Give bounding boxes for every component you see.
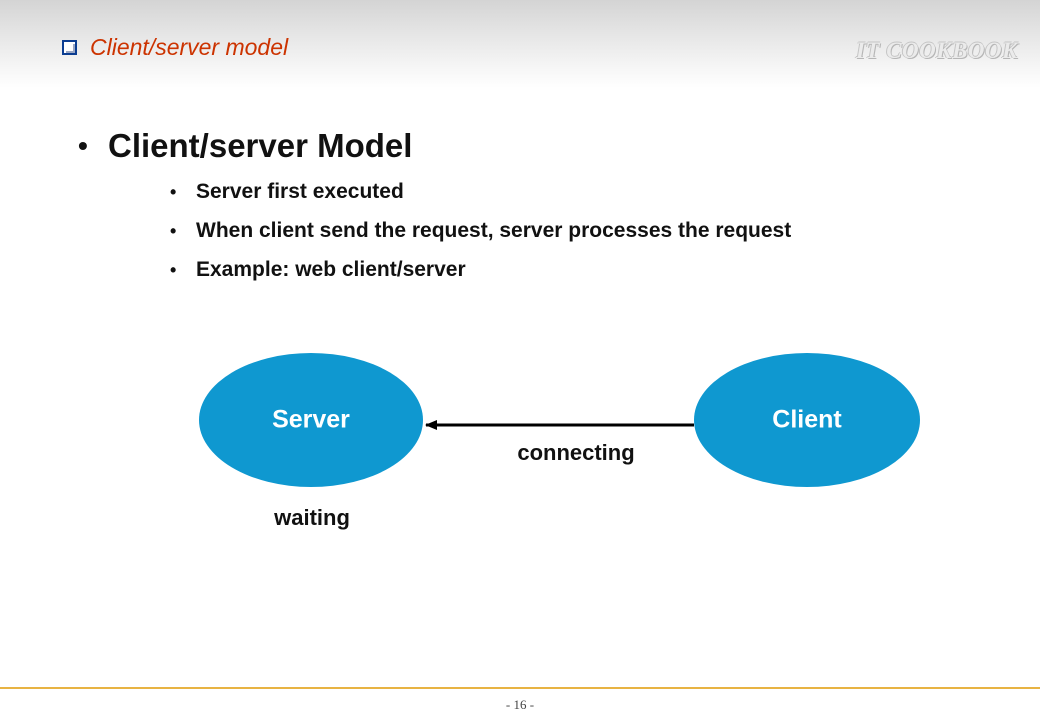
client-node: [694, 353, 920, 487]
checkbox-bullet-icon: [62, 39, 77, 55]
section-title: Client/server model: [62, 30, 288, 64]
bullet-dot-icon: •: [170, 259, 177, 280]
section-title-text: Client/server model: [90, 33, 289, 60]
sub-bullet-item: • Server first executed: [170, 176, 791, 208]
sub-bullet-list: • Server first executed • When client se…: [170, 176, 791, 293]
server-node-label: Server: [272, 405, 350, 434]
edge-label: connecting: [517, 440, 635, 465]
main-bullet-text: Client/server Model: [108, 127, 413, 164]
bullet-dot-icon: •: [78, 130, 88, 161]
sub-bullet-text: Example: web client/server: [196, 258, 466, 281]
sub-bullet-text: When client send the request, server pro…: [196, 219, 792, 242]
sub-bullet-item: • When client send the request, server p…: [170, 215, 791, 247]
brand-logo: IT COOKBOOK: [855, 38, 1018, 63]
bullet-dot-icon: •: [170, 220, 177, 241]
bullet-dot-icon: •: [170, 181, 177, 202]
sub-bullet-text: Server first executed: [196, 180, 404, 203]
page-number: - 16 -: [505, 697, 535, 712]
sub-bullet-item: • Example: web client/server: [170, 254, 791, 286]
main-bullet: • Client/server Model: [78, 127, 412, 165]
server-node: [199, 353, 423, 487]
header-band: [0, 0, 1040, 88]
client-node-label: Client: [772, 405, 842, 434]
server-status-label: waiting: [274, 505, 350, 530]
footer-rule: [0, 687, 1040, 689]
